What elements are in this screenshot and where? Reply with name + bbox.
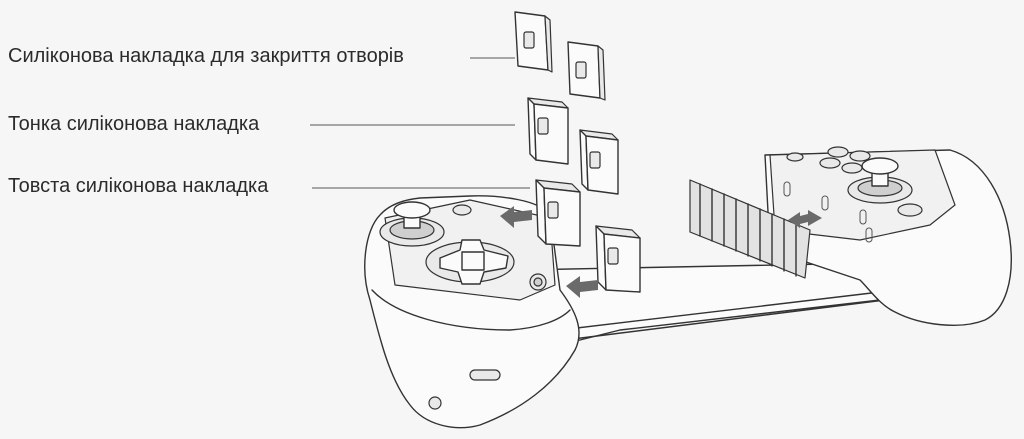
controller-body [364, 146, 1012, 429]
thick-pad-2 [595, 225, 641, 293]
arrow-right-gripper [788, 210, 822, 228]
label-hole-cover-pad: Силіконова накладка для закриття отворів [8, 45, 404, 67]
thick-pad-1 [535, 179, 581, 247]
thin-pad-1 [527, 97, 569, 165]
left-joystick-cap [393, 201, 431, 219]
label-thin-pad: Тонка силіконова накладка [8, 113, 260, 135]
d-pad [425, 239, 515, 285]
label-thick-pad: Товста силіконова накладка [8, 175, 269, 197]
hole-cover-pad-2 [567, 41, 606, 101]
phone-clamp-gripper [689, 179, 811, 279]
right-joystick-cap [861, 157, 899, 175]
arrow-left-upper [500, 206, 532, 228]
arrow-left-lower [566, 276, 598, 298]
thin-pad-2 [579, 129, 619, 195]
hole-cover-pad-1 [514, 11, 553, 73]
